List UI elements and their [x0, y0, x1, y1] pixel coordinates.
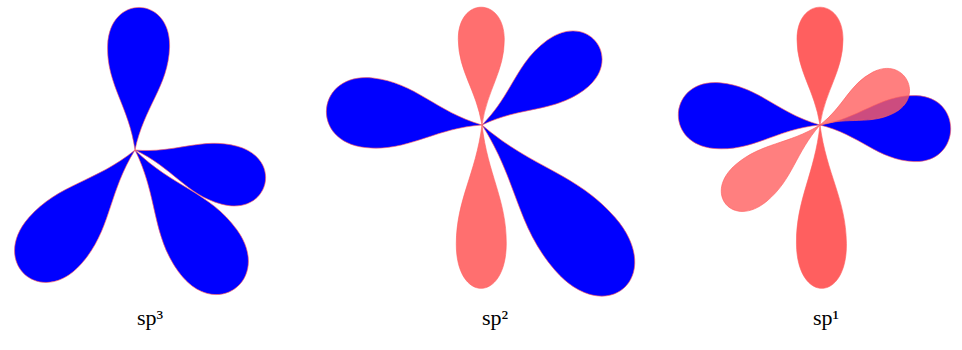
orbital-lobe: [710, 107, 835, 223]
orbital-lobe: [456, 125, 507, 289]
hybridization-label: sp³: [137, 306, 163, 330]
orbital-lobe: [104, 6, 171, 151]
orbital-lobe: [458, 7, 505, 125]
orbital-lobe: [323, 73, 486, 159]
hybridization-label: sp²: [482, 306, 508, 330]
hybridization-label: sp¹: [813, 306, 839, 330]
orbital-lobe: [810, 60, 918, 146]
orbital-lobe: [452, 99, 654, 315]
orbital-lobe: [797, 7, 843, 125]
orbital-lobe: [106, 129, 264, 310]
